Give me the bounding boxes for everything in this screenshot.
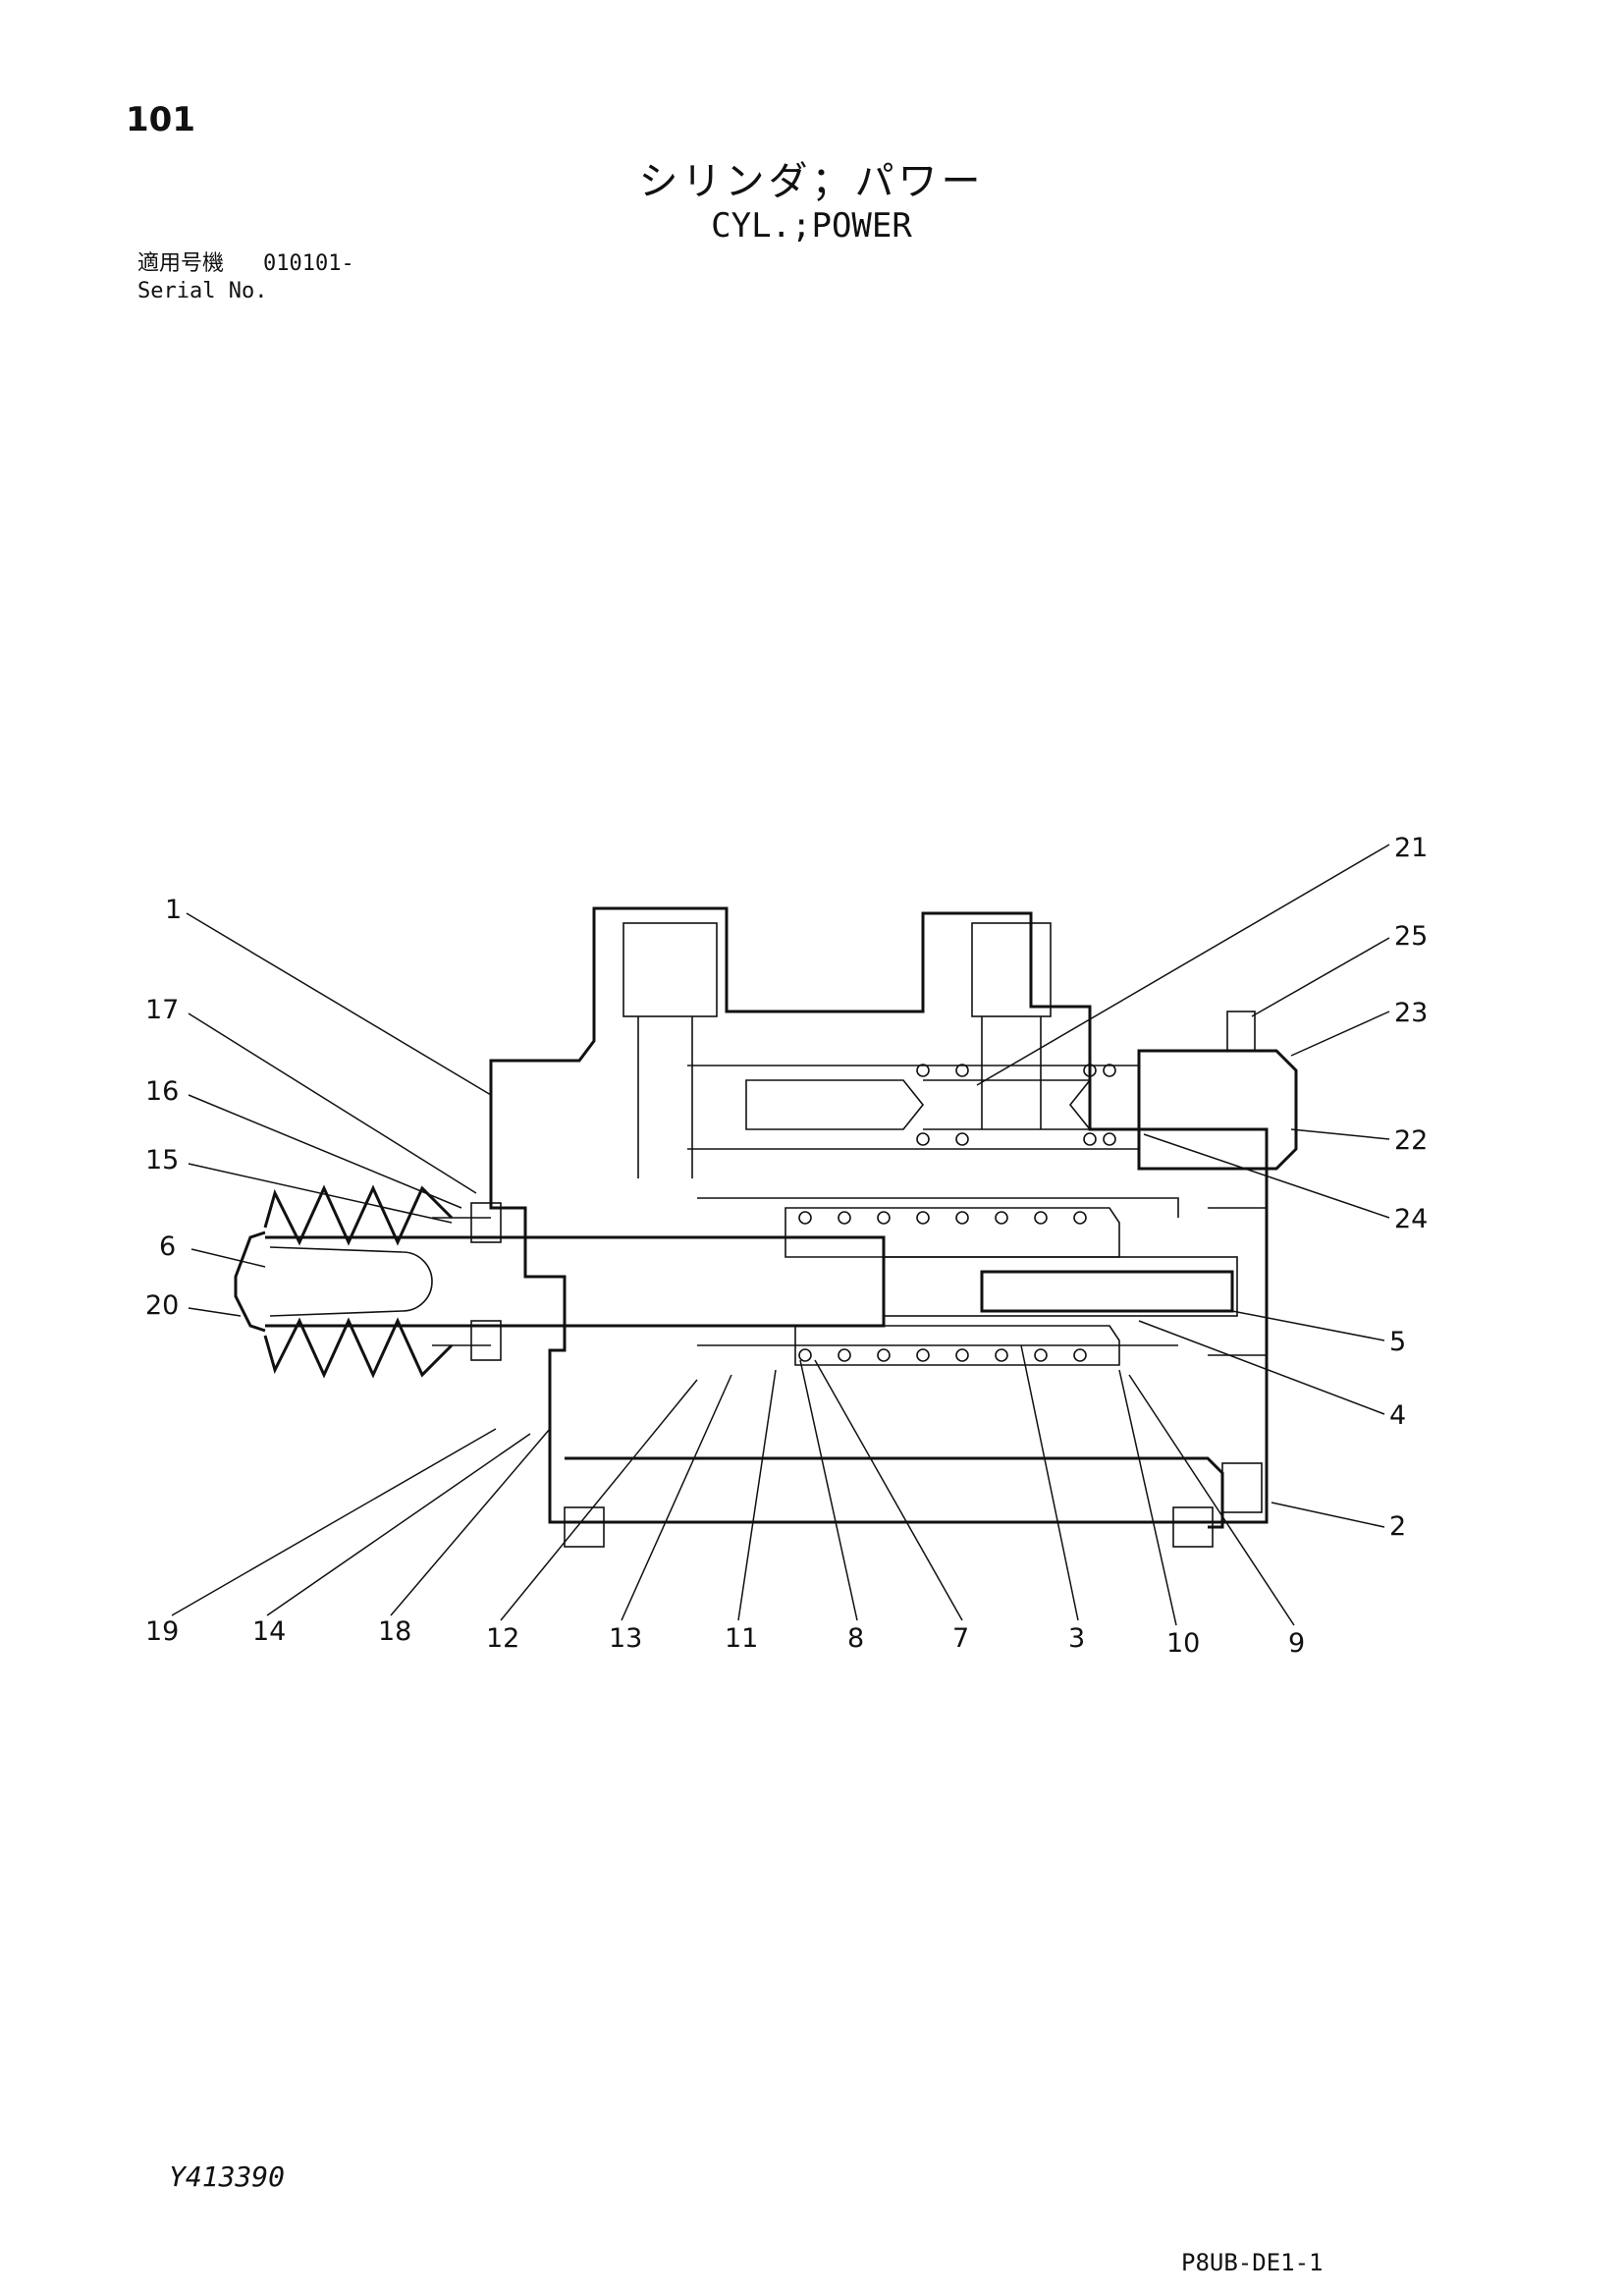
spring-coils — [798, 1064, 1116, 1362]
callout-23: 23 — [1394, 998, 1428, 1028]
callout-14: 14 — [252, 1616, 286, 1647]
drawing-number: Y413390 — [169, 2160, 286, 2193]
callout-1: 1 — [165, 895, 182, 925]
page-number: 101 — [126, 100, 195, 139]
callout-20: 20 — [145, 1290, 179, 1321]
callout-19: 19 — [145, 1616, 179, 1647]
serial-row-jp: 適用号機 010101- — [137, 250, 354, 278]
callout-labels: 1 2 3 4 5 6 7 8 9 10 11 12 13 14 15 16 1… — [145, 833, 1428, 1659]
callout-18: 18 — [378, 1616, 411, 1647]
callout-24: 24 — [1394, 1204, 1428, 1234]
callout-9: 9 — [1288, 1628, 1305, 1659]
serial-label-en: Serial No. — [137, 279, 268, 303]
callout-17: 17 — [145, 995, 179, 1025]
callout-22: 22 — [1394, 1125, 1428, 1156]
callout-8: 8 — [847, 1623, 864, 1654]
input-plunger — [265, 1202, 886, 1361]
callout-10: 10 — [1166, 1628, 1200, 1659]
dust-boot — [234, 1184, 454, 1379]
title-japanese: シリンダ；パワー — [638, 159, 985, 204]
cylinder-housing — [489, 906, 1298, 1548]
callout-5: 5 — [1389, 1327, 1406, 1357]
callout-4: 4 — [1389, 1400, 1406, 1431]
serial-value: 010101- — [263, 251, 354, 276]
callout-16: 16 — [145, 1076, 179, 1107]
callout-12: 12 — [486, 1623, 519, 1654]
callout-25: 25 — [1394, 921, 1428, 952]
callout-11: 11 — [725, 1623, 758, 1654]
leader-lines — [171, 844, 1390, 1626]
serial-label-jp: 適用号機 — [137, 251, 225, 276]
title-english: CYL.;POWER — [711, 206, 912, 246]
callout-13: 13 — [609, 1623, 642, 1654]
page-code: P8UB-DE1-1 — [1181, 2249, 1324, 2276]
callout-3: 3 — [1068, 1623, 1085, 1654]
callout-7: 7 — [952, 1623, 969, 1654]
callout-21: 21 — [1394, 833, 1428, 863]
callout-6: 6 — [159, 1231, 176, 1262]
callout-2: 2 — [1389, 1511, 1406, 1542]
callout-15: 15 — [145, 1145, 179, 1175]
serial-block: 適用号機 010101- Serial No. — [137, 250, 354, 305]
